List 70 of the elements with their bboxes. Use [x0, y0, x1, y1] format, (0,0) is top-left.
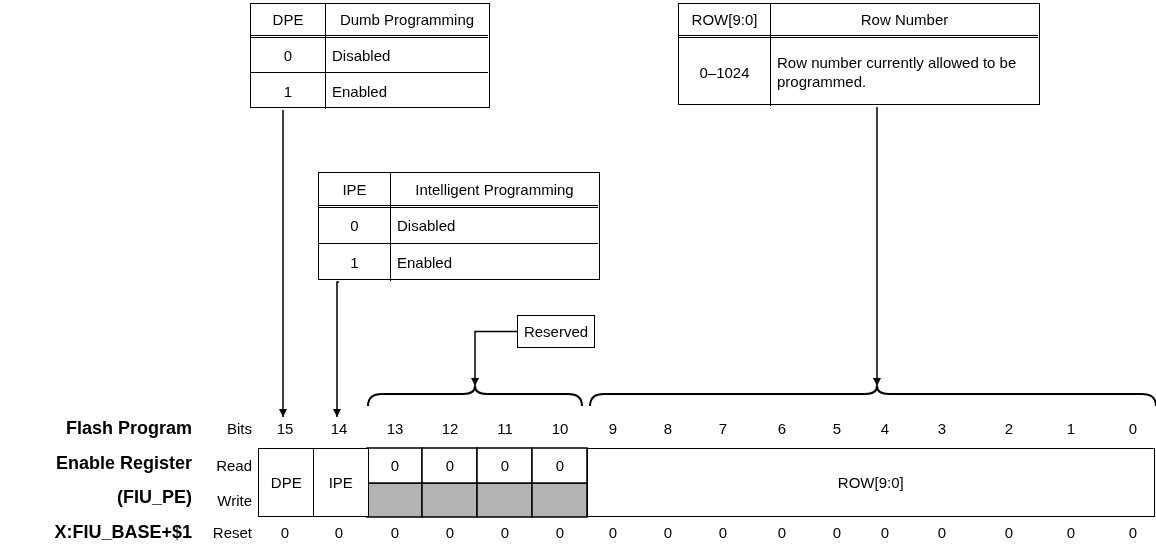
row-label: Reset [212, 523, 252, 541]
reset-value: 0 [608, 523, 618, 541]
reserved-label: Reserved [517, 315, 595, 348]
bit-number: 14 [330, 419, 348, 437]
bit-number: 9 [608, 419, 618, 437]
arrow [873, 106, 881, 387]
row-label: Bits [227, 419, 252, 437]
bit-number: 4 [880, 419, 890, 437]
reset-value: 0 [500, 523, 510, 541]
bit-number: 8 [663, 419, 673, 437]
bit-number: 13 [386, 419, 404, 437]
table-cell: 1 [251, 72, 326, 109]
leader-arrow [471, 330, 518, 387]
register-field: ROW[9:0] [587, 448, 1155, 517]
reset-value: 0 [555, 523, 565, 541]
reset-value: 0 [1066, 523, 1076, 541]
reset-value: 0 [280, 523, 290, 541]
table-cell: Disabled [391, 205, 598, 243]
table-header: ROW[9:0] [679, 4, 771, 35]
table-header: DPE [251, 4, 326, 35]
bit-number: 3 [937, 419, 947, 437]
bit-description-table [250, 3, 490, 108]
table-cell: 0–1024 [679, 35, 771, 106]
register-title: Flash Program Enable Register (FIU_PE) X:FIU_BASE+$1 [53, 417, 192, 544]
table-cell: Enabled [326, 72, 488, 109]
reset-value: 0 [390, 523, 400, 541]
table-header: IPE [319, 173, 391, 205]
table-header: Dumb Programming [338, 10, 476, 30]
bit-value: 0 [445, 456, 455, 474]
bit-number: 5 [832, 419, 842, 437]
reset-value: 0 [663, 523, 673, 541]
bit-number: 11 [497, 419, 513, 437]
row-label: Write [217, 491, 252, 509]
table-cell: Row number currently allowed to be programmed. [771, 35, 1038, 106]
bit-number: 15 [276, 419, 294, 437]
row-label: Read [216, 456, 252, 474]
bit-number: 2 [1004, 419, 1014, 437]
register-field: IPE [313, 448, 369, 517]
curly-brace [589, 385, 1156, 407]
table-cell: 0 [251, 35, 326, 72]
bit-value: 0 [390, 456, 400, 474]
table-cell: 1 [319, 243, 391, 281]
reset-value: 0 [1004, 523, 1014, 541]
reset-value: 0 [832, 523, 842, 541]
bit-number: 6 [777, 419, 787, 437]
reset-value: 0 [718, 523, 728, 541]
bit-number: 10 [551, 419, 569, 437]
bit-value: 0 [500, 456, 510, 474]
table-header: Row Number [859, 10, 950, 30]
reset-value: 0 [777, 523, 787, 541]
bit-number: 1 [1066, 419, 1076, 437]
register-field: DPE [258, 448, 315, 517]
reset-value: 0 [937, 523, 947, 541]
bit-number: 7 [718, 419, 728, 437]
curly-brace [367, 385, 583, 407]
reset-value: 0 [334, 523, 344, 541]
bit-number: 0 [1128, 419, 1138, 437]
arrow [279, 109, 287, 418]
bit-description-table [318, 172, 600, 280]
reset-value: 0 [880, 523, 890, 541]
leader-arrow [333, 281, 341, 418]
bit-number: 12 [441, 419, 459, 437]
table-header: Intelligent Programming [414, 179, 575, 200]
reset-value: 0 [445, 523, 455, 541]
reset-value: 0 [1128, 523, 1138, 541]
bit-description-table [678, 3, 1040, 105]
table-cell: Disabled [326, 35, 488, 72]
table-cell: Enabled [391, 243, 598, 281]
table-cell: 0 [319, 205, 391, 243]
bit-value: 0 [555, 456, 565, 474]
